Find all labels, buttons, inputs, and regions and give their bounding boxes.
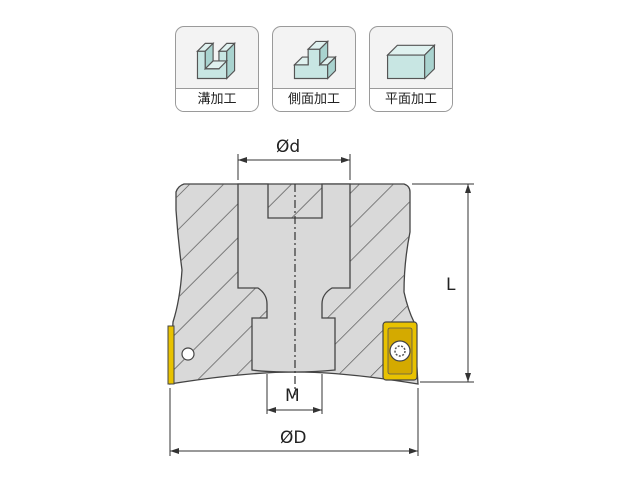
center-bore [237,183,351,373]
side-machining-card: 側面加工 [272,26,356,112]
thread-dimension [266,374,323,414]
right-insert [382,321,418,381]
side-machining-label: 側面加工 [273,88,355,111]
outer-diameter-dimension [169,388,419,456]
face-machining-label: 平面加工 [370,88,452,111]
slot-machining-icon [196,41,236,80]
face-machining-card: 平面加工 [369,26,453,112]
insert-screw-icon [389,340,411,362]
left-insert [167,325,175,385]
thread-label: M [285,386,300,406]
slot-machining-card: 溝加工 [175,26,259,112]
outer-diameter-label: ØD [280,428,307,448]
side-machining-icon [293,39,337,80]
face-machining-icon [386,43,436,80]
bore-diameter-dimension [237,154,351,180]
length-label: L [446,275,456,295]
length-dimension [412,183,474,383]
coolant-hole [181,347,195,361]
bore-diameter-label: Ød [276,137,301,157]
slot-machining-label: 溝加工 [176,88,258,111]
